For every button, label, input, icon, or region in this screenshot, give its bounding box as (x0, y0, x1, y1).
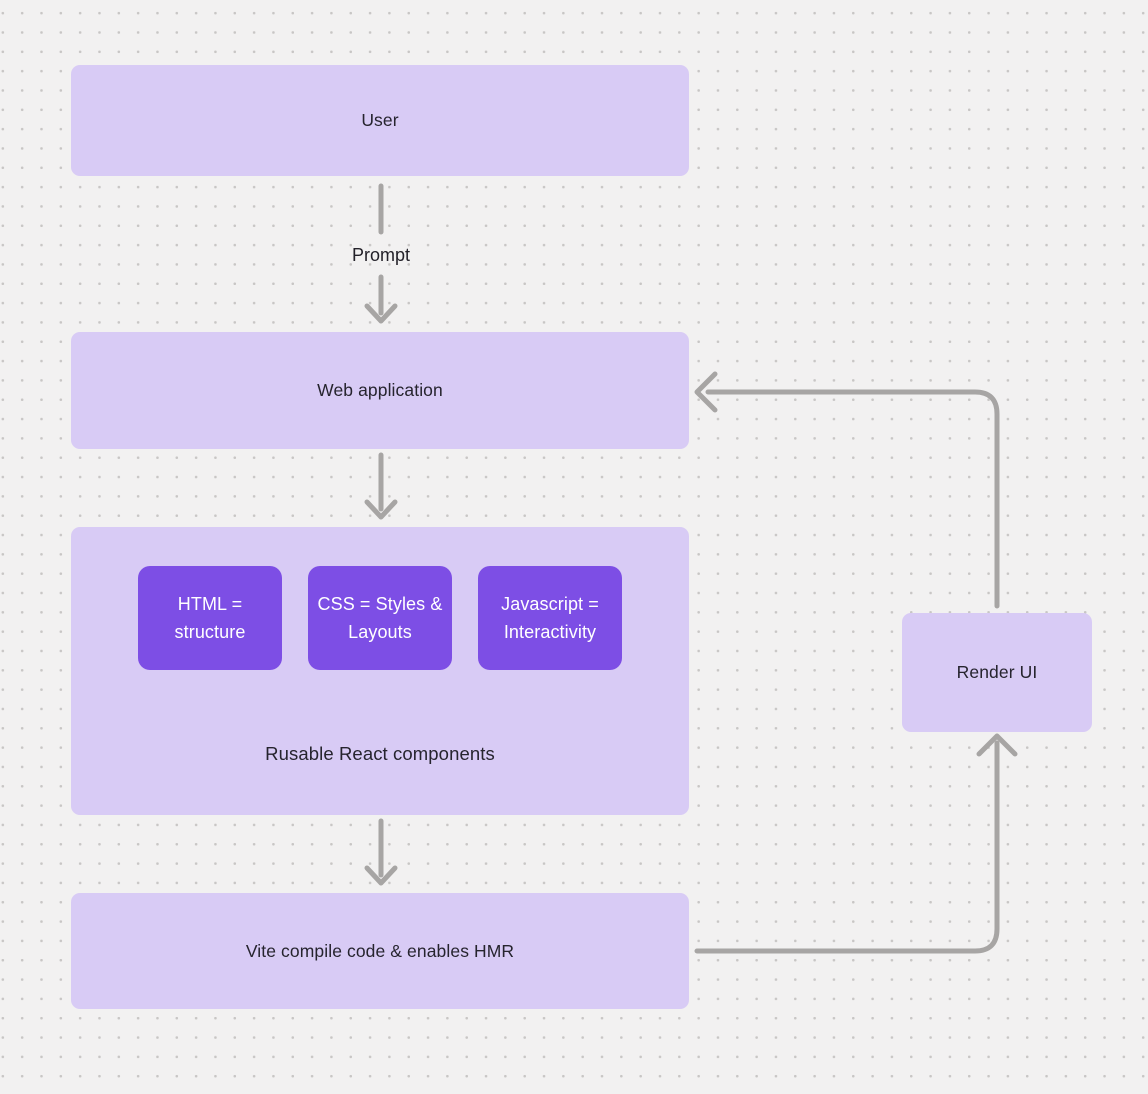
html-node-label: HTML = structure (174, 594, 246, 642)
components-group-node[interactable]: HTML = structure CSS = Styles & Layouts … (71, 527, 689, 815)
css-node[interactable]: CSS = Styles & Layouts (308, 566, 452, 670)
components-group-caption: Rusable React components (265, 743, 495, 764)
render-ui-node-label: Render UI (956, 662, 1038, 682)
web-application-node-label: Web application (317, 380, 443, 400)
javascript-node[interactable]: Javascript = Interactivity (478, 566, 622, 670)
arrowhead-left-webapp (694, 371, 718, 413)
components-inner-row: HTML = structure CSS = Styles & Layouts … (71, 566, 689, 670)
arrow-renderui-to-webapp-stem (705, 389, 1000, 609)
arrowhead-down-webapp (364, 303, 398, 324)
arrowhead-down-vite (364, 865, 398, 886)
javascript-node-label: Javascript = Interactivity (501, 594, 599, 642)
arrowhead-down-components (364, 499, 398, 520)
vite-node-label: Vite compile code & enables HMR (245, 940, 515, 961)
arrow-vite-to-renderui-stem (694, 740, 1000, 954)
web-application-node[interactable]: Web application (71, 332, 689, 449)
render-ui-node[interactable]: Render UI (902, 613, 1092, 732)
prompt-edge-label: Prompt (351, 245, 411, 265)
css-node-label: CSS = Styles & Layouts (317, 594, 443, 642)
user-node[interactable]: User (71, 65, 689, 176)
vite-node[interactable]: Vite compile code & enables HMR (71, 893, 689, 1009)
arrowhead-up-renderui (976, 733, 1018, 757)
html-node[interactable]: HTML = structure (138, 566, 282, 670)
user-node-label: User (361, 110, 399, 130)
